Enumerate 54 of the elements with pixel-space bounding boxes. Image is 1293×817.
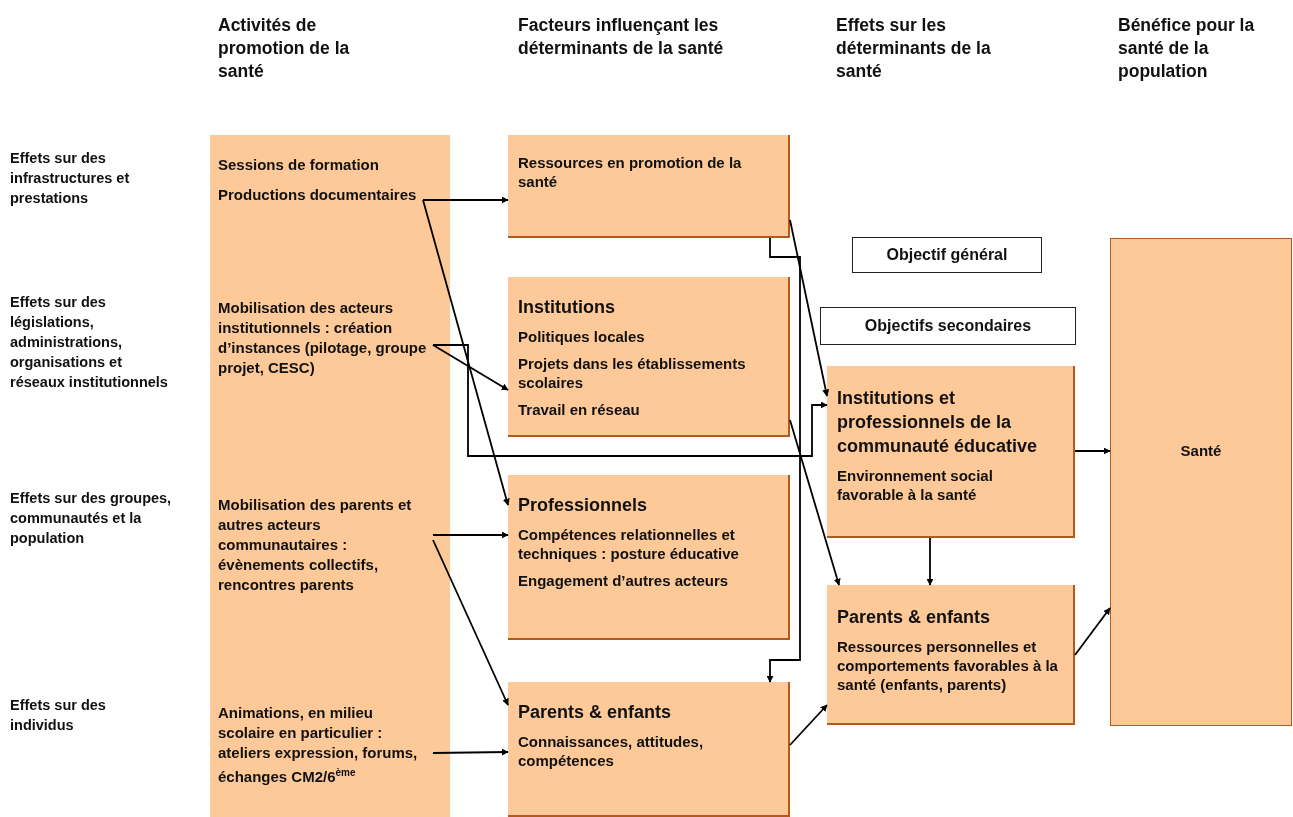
arrow [432,748,509,756]
arrow [432,344,828,457]
row-label: Effets sur des législations, administrations, organisations et réseaux institutionnels [10,293,169,392]
box-heading: Professionnels [518,494,649,517]
factor-box [508,682,790,817]
arrow [789,219,830,397]
activity-text: Sessions de formation [218,155,433,175]
objective-box [820,307,1076,345]
activity-text: Mobilisation des parents et autres acteurs communautaires : évènements collectifs, rencontres parents [218,495,433,595]
objective-title: Objectifs secondaires [864,317,1032,335]
box-text: Compétences relationnelles et techniques : posture éducative [518,525,740,563]
objective-box [852,237,1042,273]
factor-box [827,585,1075,725]
column-heading: Effets sur les déterminants de la santé [836,14,992,83]
activity-text: Mobilisation des acteurs institutionnels : création d’instances (pilotage, groupe projet, CESC) [218,298,433,378]
box-heading: Santé [1180,441,1222,461]
box-heading: Institutions et professionnels de la communauté éducative [837,387,1039,458]
arrow [789,419,841,586]
box-text: Politiques locales [518,327,646,346]
box-text: Environnement social favorable à la santé [837,466,994,504]
arrow [789,704,828,746]
arrow [432,344,509,391]
arrow [432,539,509,706]
arrow [766,237,801,683]
box-text: Ressources personnelles et comportements favorables à la santé (enfants, parents) [837,637,1059,694]
arrow [1074,447,1111,455]
column-heading: Activités de promotion de la santé [218,14,351,83]
factor-box [508,135,790,238]
arrow [432,531,509,539]
factor-box [508,277,790,437]
arrow [422,199,510,506]
row-label: Effets sur des individus [10,696,107,735]
box-heading: Parents & enfants [837,606,992,629]
factor-box [827,366,1075,538]
arrow [926,537,934,586]
box-text: Ressources en promotion de la santé [518,153,743,191]
box-heading: Institutions [518,296,616,319]
row-label: Effets sur des infrastructures et prestations [10,149,131,208]
box-text: Projets dans les établissements scolaires [518,354,747,392]
box-text: Travail en réseau [518,400,641,419]
box-heading: Parents & enfants [518,701,673,724]
outcome-box [1110,238,1292,726]
box-text: Connaissances, attitudes, compétences [518,732,705,770]
column-heading: Bénéfice pour la santé de la population [1118,14,1256,83]
activity-text: Productions documentaires [218,185,423,205]
column-panel [210,135,450,817]
arrow [422,196,509,204]
objective-title: Objectif général [886,246,1008,264]
row-label: Effets sur des groupes, communautés et la population [10,489,173,548]
column-heading: Facteurs influençant les déterminants de la santé [518,14,725,60]
box-text: Engagement d’autres acteurs [518,571,730,590]
activity-text: Animations, en milieu scolaire en particulier : ateliers expression, forums, échanges CM2/6$^{ème}$ [218,703,433,787]
arrow [1074,607,1111,656]
factor-box [508,475,790,640]
